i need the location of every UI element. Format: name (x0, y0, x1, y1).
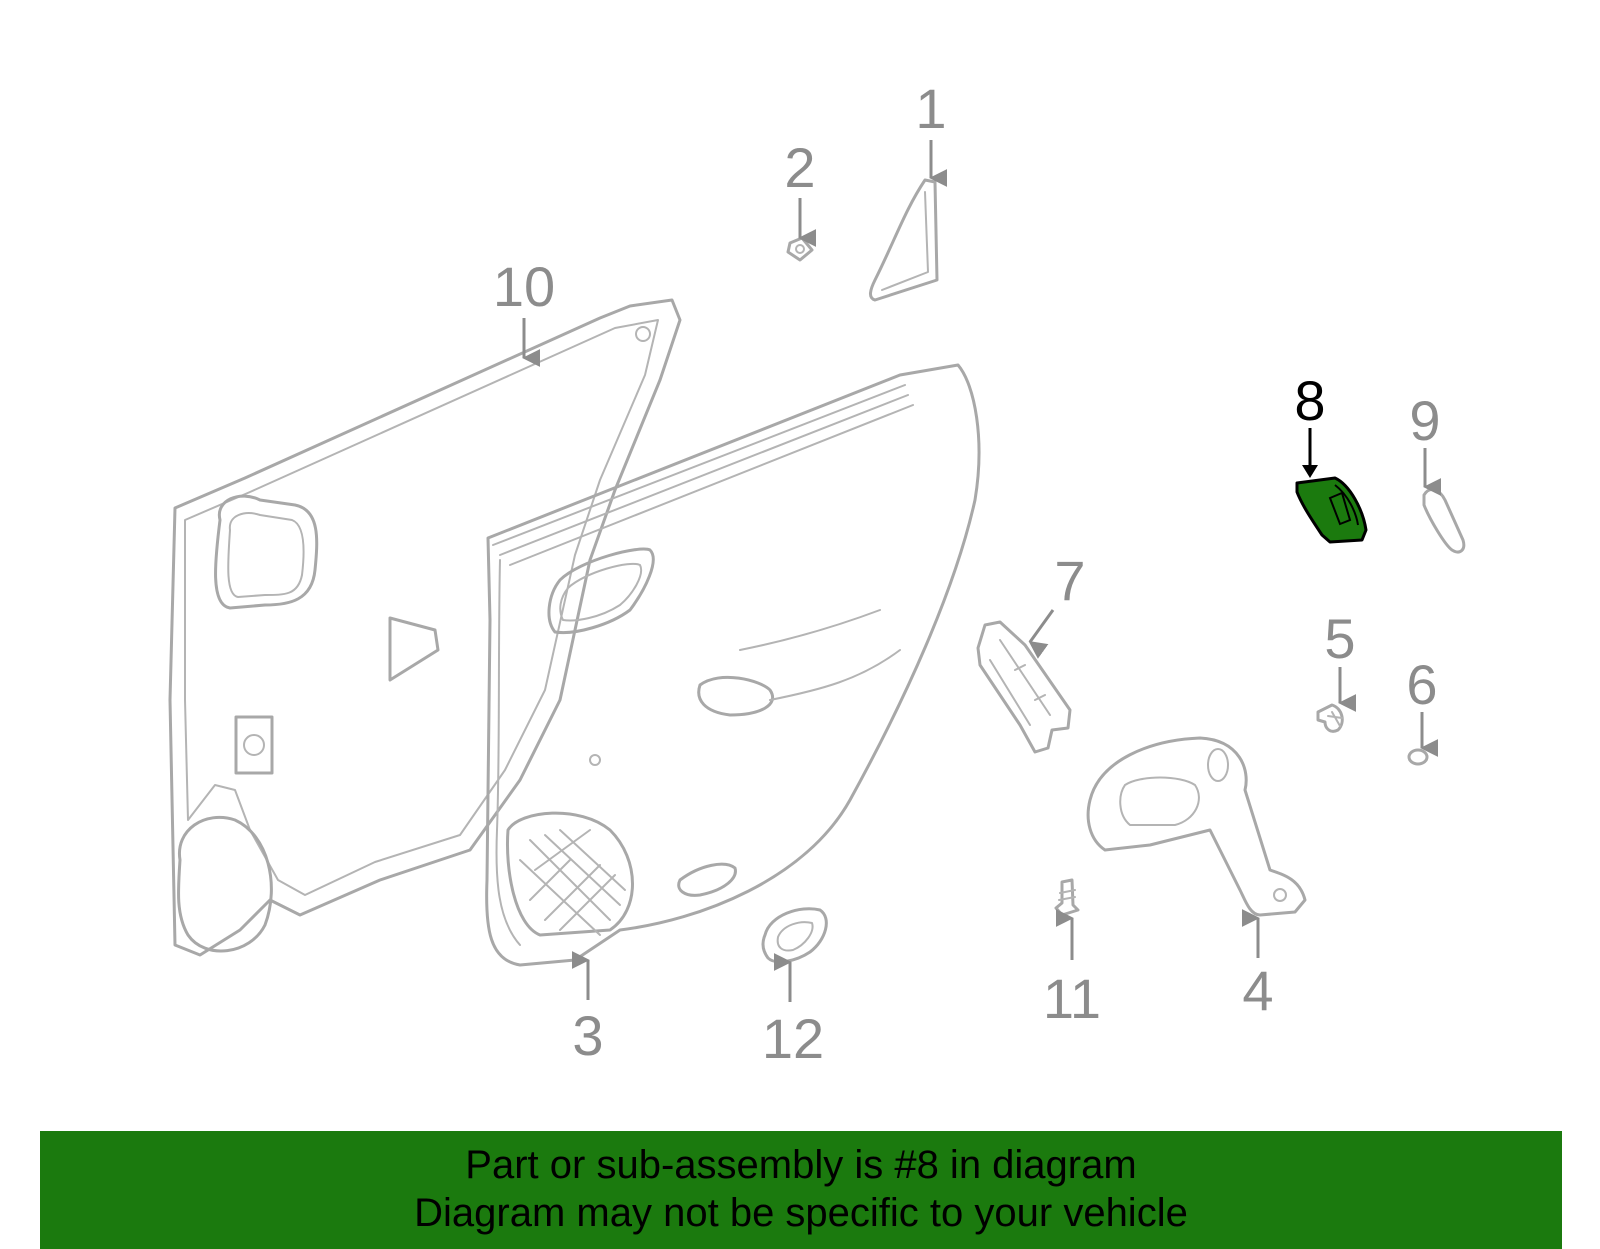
part-4-pull-handle (1086, 736, 1307, 917)
callout-10: 10 (493, 255, 555, 318)
part-9-cover (1422, 488, 1466, 554)
part-11-push-pin (1054, 878, 1080, 917)
info-banner: Part or sub-assembly is #8 in diagram Di… (40, 1131, 1562, 1249)
callout-arrows (522, 140, 1442, 1002)
callout-8: 8 (1294, 369, 1325, 432)
callout-3: 3 (572, 1004, 603, 1067)
callout-12: 12 (762, 1007, 824, 1070)
callout-11: 11 (1043, 967, 1101, 1030)
callout-7: 7 (1054, 549, 1085, 612)
callout-1: 1 (915, 77, 946, 140)
callout-9: 9 (1409, 389, 1440, 452)
part-5-screw (1316, 703, 1344, 733)
part-10-door-frame (168, 298, 682, 957)
part-12-bezel (761, 907, 828, 964)
part-2-clip (786, 236, 814, 262)
callout-6: 6 (1406, 653, 1437, 716)
banner-line-part: Part or sub-assembly is #8 in diagram (465, 1143, 1137, 1187)
part-7-bracket (976, 620, 1072, 754)
parts-diagram: 1 2 3 4 5 6 7 8 9 10 11 12 (168, 77, 1466, 1070)
callout-5: 5 (1324, 607, 1355, 670)
part-6-cap (1407, 748, 1429, 766)
part-1-corner-trim (869, 178, 939, 302)
part-8-highlighted-switch-bezel (1295, 476, 1368, 544)
banner-line-disclaimer: Diagram may not be specific to your vehi… (414, 1191, 1188, 1235)
part-3-trim-panel (485, 363, 981, 967)
callout-4: 4 (1242, 959, 1273, 1022)
callout-2: 2 (784, 136, 815, 199)
